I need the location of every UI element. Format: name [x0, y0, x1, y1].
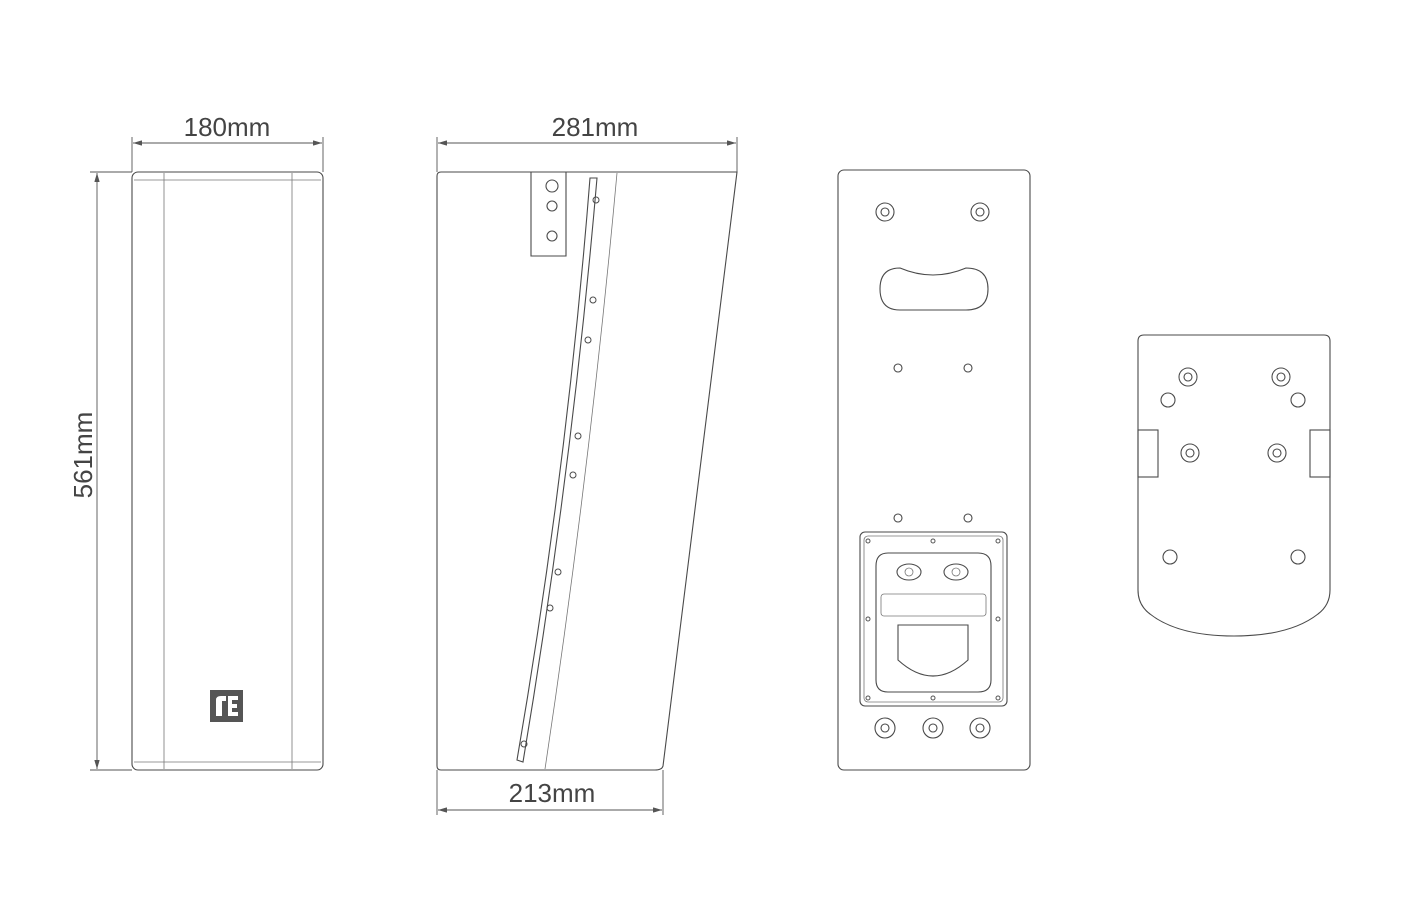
dimension-side-top: 281mm: [436, 112, 738, 172]
side-top-depth-label: 281mm: [552, 112, 639, 142]
dimension-side-bottom: 213mm: [436, 770, 664, 815]
rigging-points: [874, 202, 991, 739]
side-view: [436, 171, 738, 771]
side-screws: [520, 196, 600, 748]
rear-view: [837, 169, 1031, 771]
front-width-label: 180mm: [184, 112, 271, 142]
handle-slot: [879, 267, 989, 311]
mounting-bracket: [1137, 334, 1331, 637]
front-view: [131, 171, 324, 771]
connector-plate: [859, 531, 1008, 707]
dimension-height: 561mm: [68, 171, 132, 771]
brand-logo: [210, 690, 243, 722]
speakon-connector-1: [896, 563, 922, 581]
side-bottom-depth-label: 213mm: [509, 778, 596, 808]
speakon-connector-2: [943, 563, 969, 581]
dimension-front-width: 180mm: [131, 112, 324, 172]
height-label: 561mm: [68, 412, 98, 499]
